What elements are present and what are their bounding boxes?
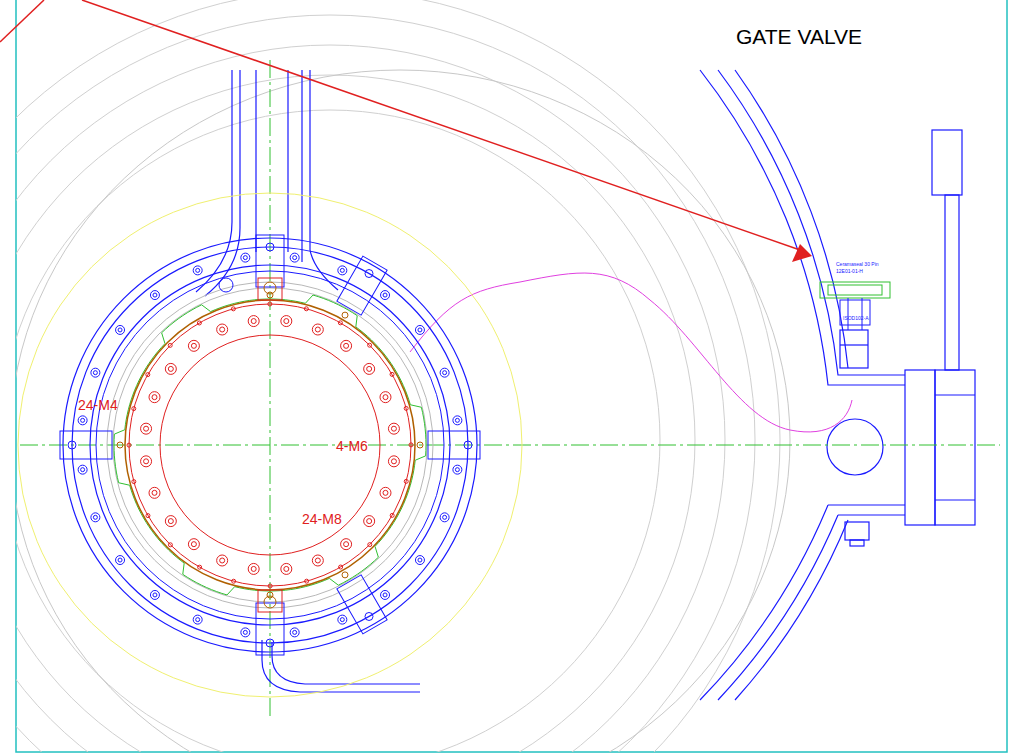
thread-callout: 24-M4: [78, 398, 118, 412]
frame: [16, 0, 1007, 752]
ring: [90, 265, 450, 625]
ring: [125, 300, 415, 590]
part-note: 12E01-01-H: [836, 269, 863, 274]
port-tube: [196, 70, 420, 692]
part-label: GATE VALVE: [736, 26, 862, 47]
ring: [96, 271, 444, 619]
ring: [107, 282, 433, 608]
part-note: Ceramaseal 30 Pin: [836, 262, 879, 267]
ring: [160, 335, 380, 555]
ring: [72, 247, 468, 643]
clamp: [337, 575, 387, 634]
thread-callout: 24-M8: [302, 512, 342, 526]
clamp: [256, 603, 284, 655]
center-line: [20, 60, 1000, 720]
feedthrough: [820, 282, 890, 330]
part-note: ISOD102-A: [843, 316, 869, 321]
gear: [114, 295, 426, 595]
chamber-arcs: [16, 0, 790, 752]
chamber-wall: [700, 70, 905, 700]
ring: [113, 288, 427, 602]
flange-assembly: [18, 193, 522, 697]
gate-valve: [827, 130, 975, 546]
clamp: [256, 235, 284, 287]
clamp: [428, 431, 480, 459]
cable: [410, 273, 852, 432]
ring: [129, 304, 411, 586]
clamp: [337, 256, 387, 315]
leader-arrow: [0, 0, 800, 250]
clamp: [60, 431, 112, 459]
ring: [18, 193, 522, 697]
ring: [63, 238, 477, 652]
thread-callout: 4-M6: [336, 439, 368, 453]
arrow-head: [792, 244, 812, 262]
